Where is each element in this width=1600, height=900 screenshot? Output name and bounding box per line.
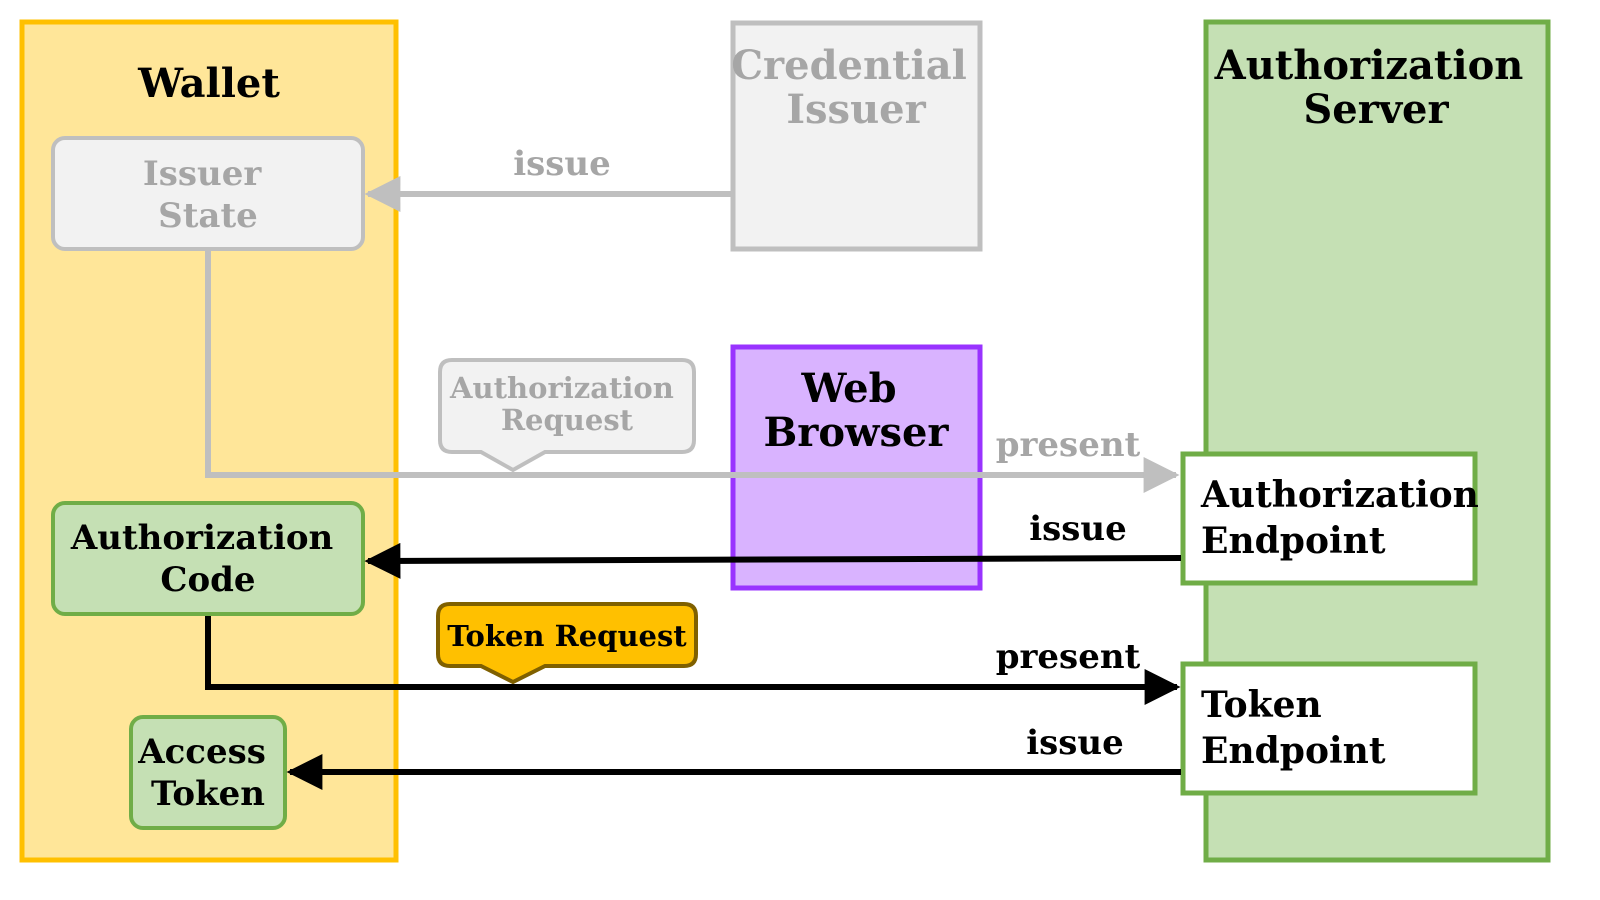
authorization-request-callout: Authorization Request: [438, 358, 696, 473]
web-browser-box: [730, 344, 983, 591]
web-browser-title: Web Browser: [763, 365, 949, 456]
web-browser-title-line2: Browser: [763, 409, 949, 456]
token-request-callout-shape: [436, 602, 698, 685]
authorization-request-callout-line2: Request: [501, 403, 634, 437]
arrow-issue-authorization-code: issue: [364, 509, 1182, 579]
authorization-endpoint: Authorization Endpoint: [1180, 451, 1491, 586]
issuer-state-label-line2: State: [158, 196, 258, 236]
access-token-label-line2: Token: [151, 774, 265, 814]
arrow-present-authorization-request-label: present: [996, 425, 1141, 465]
arrow-present-token-request: present: [205, 616, 1181, 705]
token-endpoint-box: [1180, 661, 1478, 796]
token-endpoint-label: Token Endpoint: [1201, 684, 1386, 772]
token-endpoint-label-line1: Token: [1201, 684, 1322, 726]
arrow-issue-access-token-label: issue: [1026, 723, 1124, 763]
authorization-server-title-line2: Server: [1303, 86, 1449, 133]
authorization-code-label: Authorization Code: [70, 518, 345, 600]
wallet-title: Wallet: [137, 60, 280, 107]
issuer-state-label-line1: Issuer: [143, 154, 263, 194]
access-token-label-line1: Access: [137, 732, 266, 772]
arrow-issue-authorization-code-line: [364, 542, 1182, 579]
arrow-present-token-request-label: present: [996, 637, 1141, 677]
credential-issuer: Credential Issuer: [730, 20, 983, 252]
issuer-state-box: [51, 136, 365, 251]
authorization-request-callout-label: Authorization Request: [449, 371, 684, 437]
access-token-label: Access Token: [137, 732, 278, 814]
arrow-issue-issuer-state-label: issue: [513, 144, 611, 184]
authorization-endpoint-label-line2: Endpoint: [1201, 520, 1386, 562]
authorization-endpoint-box: [1180, 451, 1478, 586]
access-token-box: [129, 715, 287, 830]
arrow-issue-issuer-state: issue: [364, 144, 731, 212]
authorization-code: Authorization Code: [51, 501, 365, 616]
token-endpoint-label-line2: Endpoint: [1201, 730, 1386, 772]
authorization-server-title: Authorization Server: [1214, 42, 1538, 133]
credential-issuer-box: [730, 20, 983, 252]
credential-issuer-title-line1: Credential: [731, 42, 967, 89]
web-browser: Web Browser: [730, 344, 983, 591]
authorization-endpoint-label-line1: Authorization: [1200, 474, 1479, 516]
issuer-state-label: Issuer State: [143, 154, 273, 236]
authorization-server-title-line1: Authorization: [1214, 42, 1524, 89]
authorization-code-box: [51, 501, 365, 616]
access-token: Access Token: [129, 715, 287, 830]
credential-issuer-title: Credential Issuer: [731, 42, 981, 133]
issuer-state: Issuer State: [51, 136, 365, 251]
token-request-callout: Token Request: [436, 602, 698, 685]
arrow-present-authorization-request-line: [205, 251, 1180, 493]
arrow-present-authorization-request: present: [205, 251, 1180, 493]
authorization-endpoint-label: Authorization Endpoint: [1200, 474, 1491, 562]
web-browser-title-line1: Web: [800, 365, 896, 412]
arrow-issue-authorization-code-label: issue: [1029, 509, 1127, 549]
token-request-callout-label: Token Request: [447, 619, 687, 653]
authorization-code-label-line2: Code: [160, 560, 255, 600]
arrow-present-token-request-line: [205, 616, 1181, 705]
credential-issuer-title-line2: Issuer: [786, 86, 926, 133]
authorization-request-callout-shape: [438, 358, 696, 473]
arrow-issue-access-token: issue: [286, 723, 1181, 790]
authorization-code-label-line1: Authorization: [70, 518, 333, 558]
authorization-request-callout-line1: Authorization: [449, 371, 674, 405]
token-endpoint: Token Endpoint: [1180, 661, 1478, 796]
